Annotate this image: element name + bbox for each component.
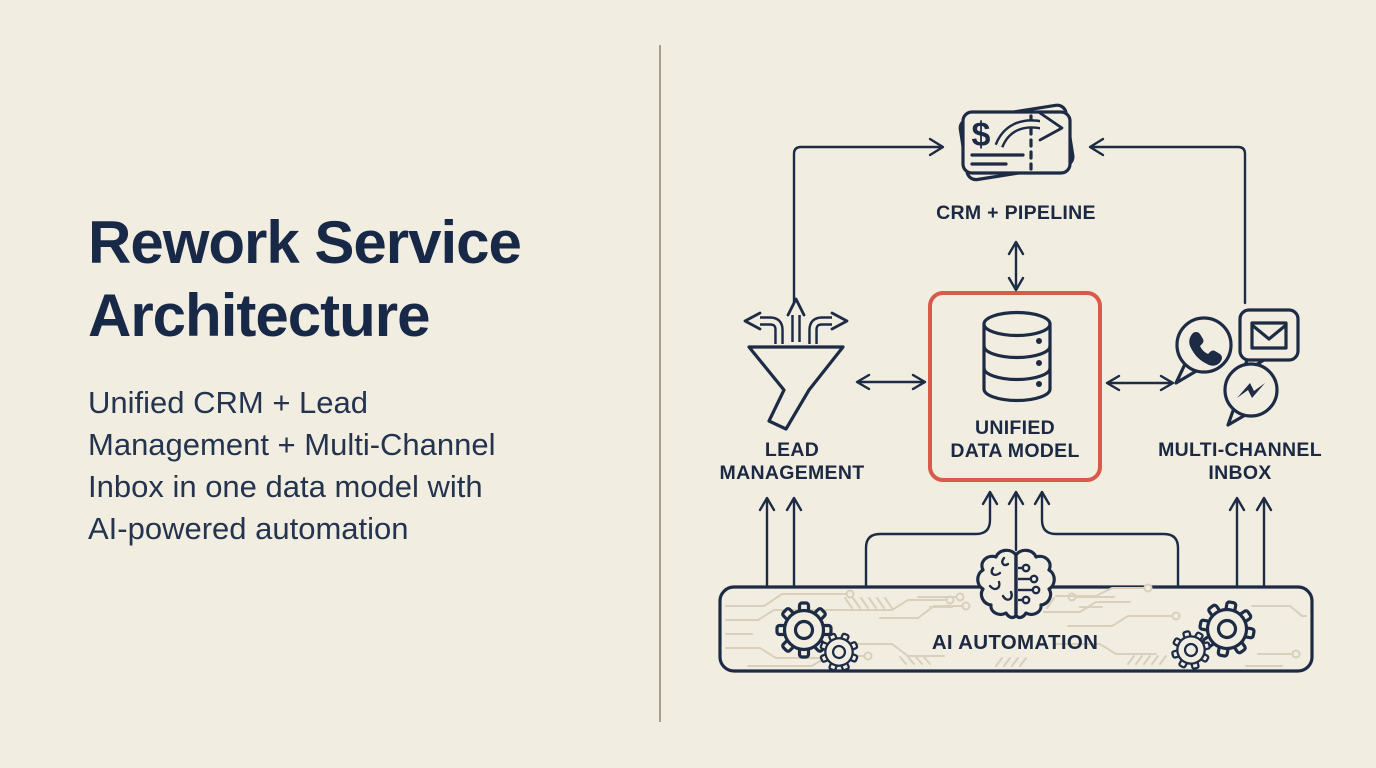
payment-card-arrow-icon: $ xyxy=(958,103,1075,182)
lead-management-label: LEAD MANAGEMENT xyxy=(720,439,865,485)
connector-datamodel-inbox xyxy=(1105,374,1175,392)
ai-automation-bar xyxy=(718,548,1314,678)
subtitle-line: AI-powered automation xyxy=(88,511,409,546)
connector-inbox-to-crm xyxy=(1088,137,1247,305)
inbox-label-line1: MULTI-CHANNEL xyxy=(1158,439,1322,461)
connector-ai-to-inbox xyxy=(1228,496,1273,588)
page-title: Rework Service Architecture xyxy=(88,206,618,352)
connector-lead-datamodel xyxy=(855,373,927,391)
lead-label-line1: LEAD xyxy=(764,439,820,461)
title-line-1: Rework Service xyxy=(88,209,522,276)
messenger-bubble-icon xyxy=(1223,362,1279,427)
connector-crm-datamodel xyxy=(1007,240,1025,292)
udm-label-line1: UNIFIED xyxy=(974,417,1056,439)
subtitle-line: Management + Multi-Channel xyxy=(88,427,496,462)
connector-ai-to-lead xyxy=(758,496,803,588)
vertical-divider xyxy=(659,45,661,722)
page-subtitle: Unified CRM + Lead Management + Multi-Ch… xyxy=(88,382,618,550)
unified-data-model-box xyxy=(928,291,1102,482)
lead-label-line2: MANAGEMENT xyxy=(719,462,865,484)
udm-label-line2: DATA MODEL xyxy=(950,440,1080,462)
funnel-split-arrows-icon xyxy=(743,297,849,431)
dollar-glyph: $ xyxy=(972,116,991,154)
circuit-pattern xyxy=(725,583,1307,667)
unified-data-model-label: UNIFIED DATA MODEL xyxy=(950,417,1079,463)
inbox-label-line2: INBOX xyxy=(1208,462,1272,484)
title-line-2: Architecture xyxy=(88,282,430,349)
crm-pipeline-label: CRM + PIPELINE xyxy=(936,202,1096,225)
database-icon xyxy=(982,310,1052,403)
subtitle-line: Unified CRM + Lead xyxy=(88,385,368,420)
ai-automation-label-text: AI AUTOMATION xyxy=(931,631,1099,654)
subtitle-line: Inbox in one data model with xyxy=(88,469,483,504)
crm-pipeline-label-text: CRM + PIPELINE xyxy=(936,202,1096,224)
multi-channel-inbox-label: MULTI-CHANNEL INBOX xyxy=(1158,439,1322,485)
left-panel: Rework Service Architecture Unified CRM … xyxy=(88,206,618,550)
brain-circuit-icon xyxy=(976,548,1056,620)
connector-lead-to-crm xyxy=(792,137,945,307)
connector-ai-to-datamodel xyxy=(864,490,1180,588)
whatsapp-bubble-icon xyxy=(1174,316,1233,385)
chat-bubbles-icon xyxy=(1174,308,1300,427)
ai-automation-label: AI AUTOMATION xyxy=(932,631,1098,654)
